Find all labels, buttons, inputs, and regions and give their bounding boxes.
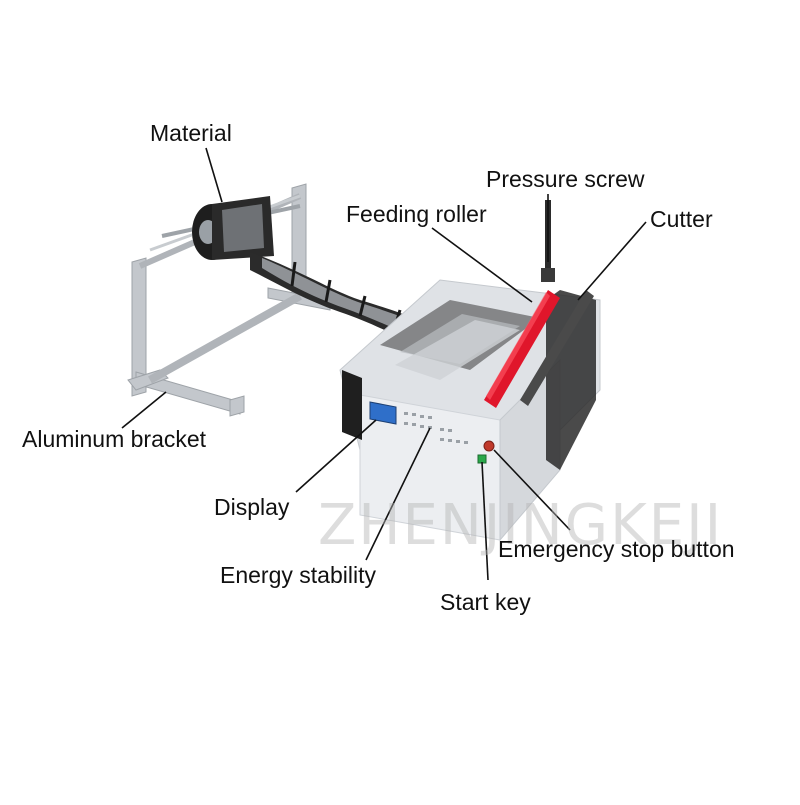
label-energy-stability: Energy stability — [220, 562, 376, 588]
label-material: Material — [150, 120, 232, 146]
watermark: ZHENJINGKEJI — [318, 493, 724, 558]
label-pressure-screw: Pressure screw — [486, 166, 645, 192]
leader-start-key — [481, 461, 489, 581]
leader-cutter — [577, 221, 647, 301]
label-start-key: Start key — [440, 589, 531, 615]
leader-aluminum-bracket — [121, 391, 167, 429]
label-feeding-roller: Feeding roller — [346, 201, 487, 227]
leader-display — [295, 419, 377, 493]
leader-material — [205, 147, 223, 203]
leader-lines — [121, 147, 647, 581]
leader-energy-stability — [365, 427, 431, 561]
label-aluminum-bracket: Aluminum bracket — [22, 426, 207, 452]
leader-emergency-stop — [493, 449, 571, 531]
cutting-machine — [339, 200, 601, 542]
label-cutter: Cutter — [650, 206, 713, 232]
leader-feeding-roller — [431, 227, 533, 303]
label-emergency-stop-button: Emergency stop button — [498, 536, 735, 562]
label-display: Display — [214, 494, 290, 520]
